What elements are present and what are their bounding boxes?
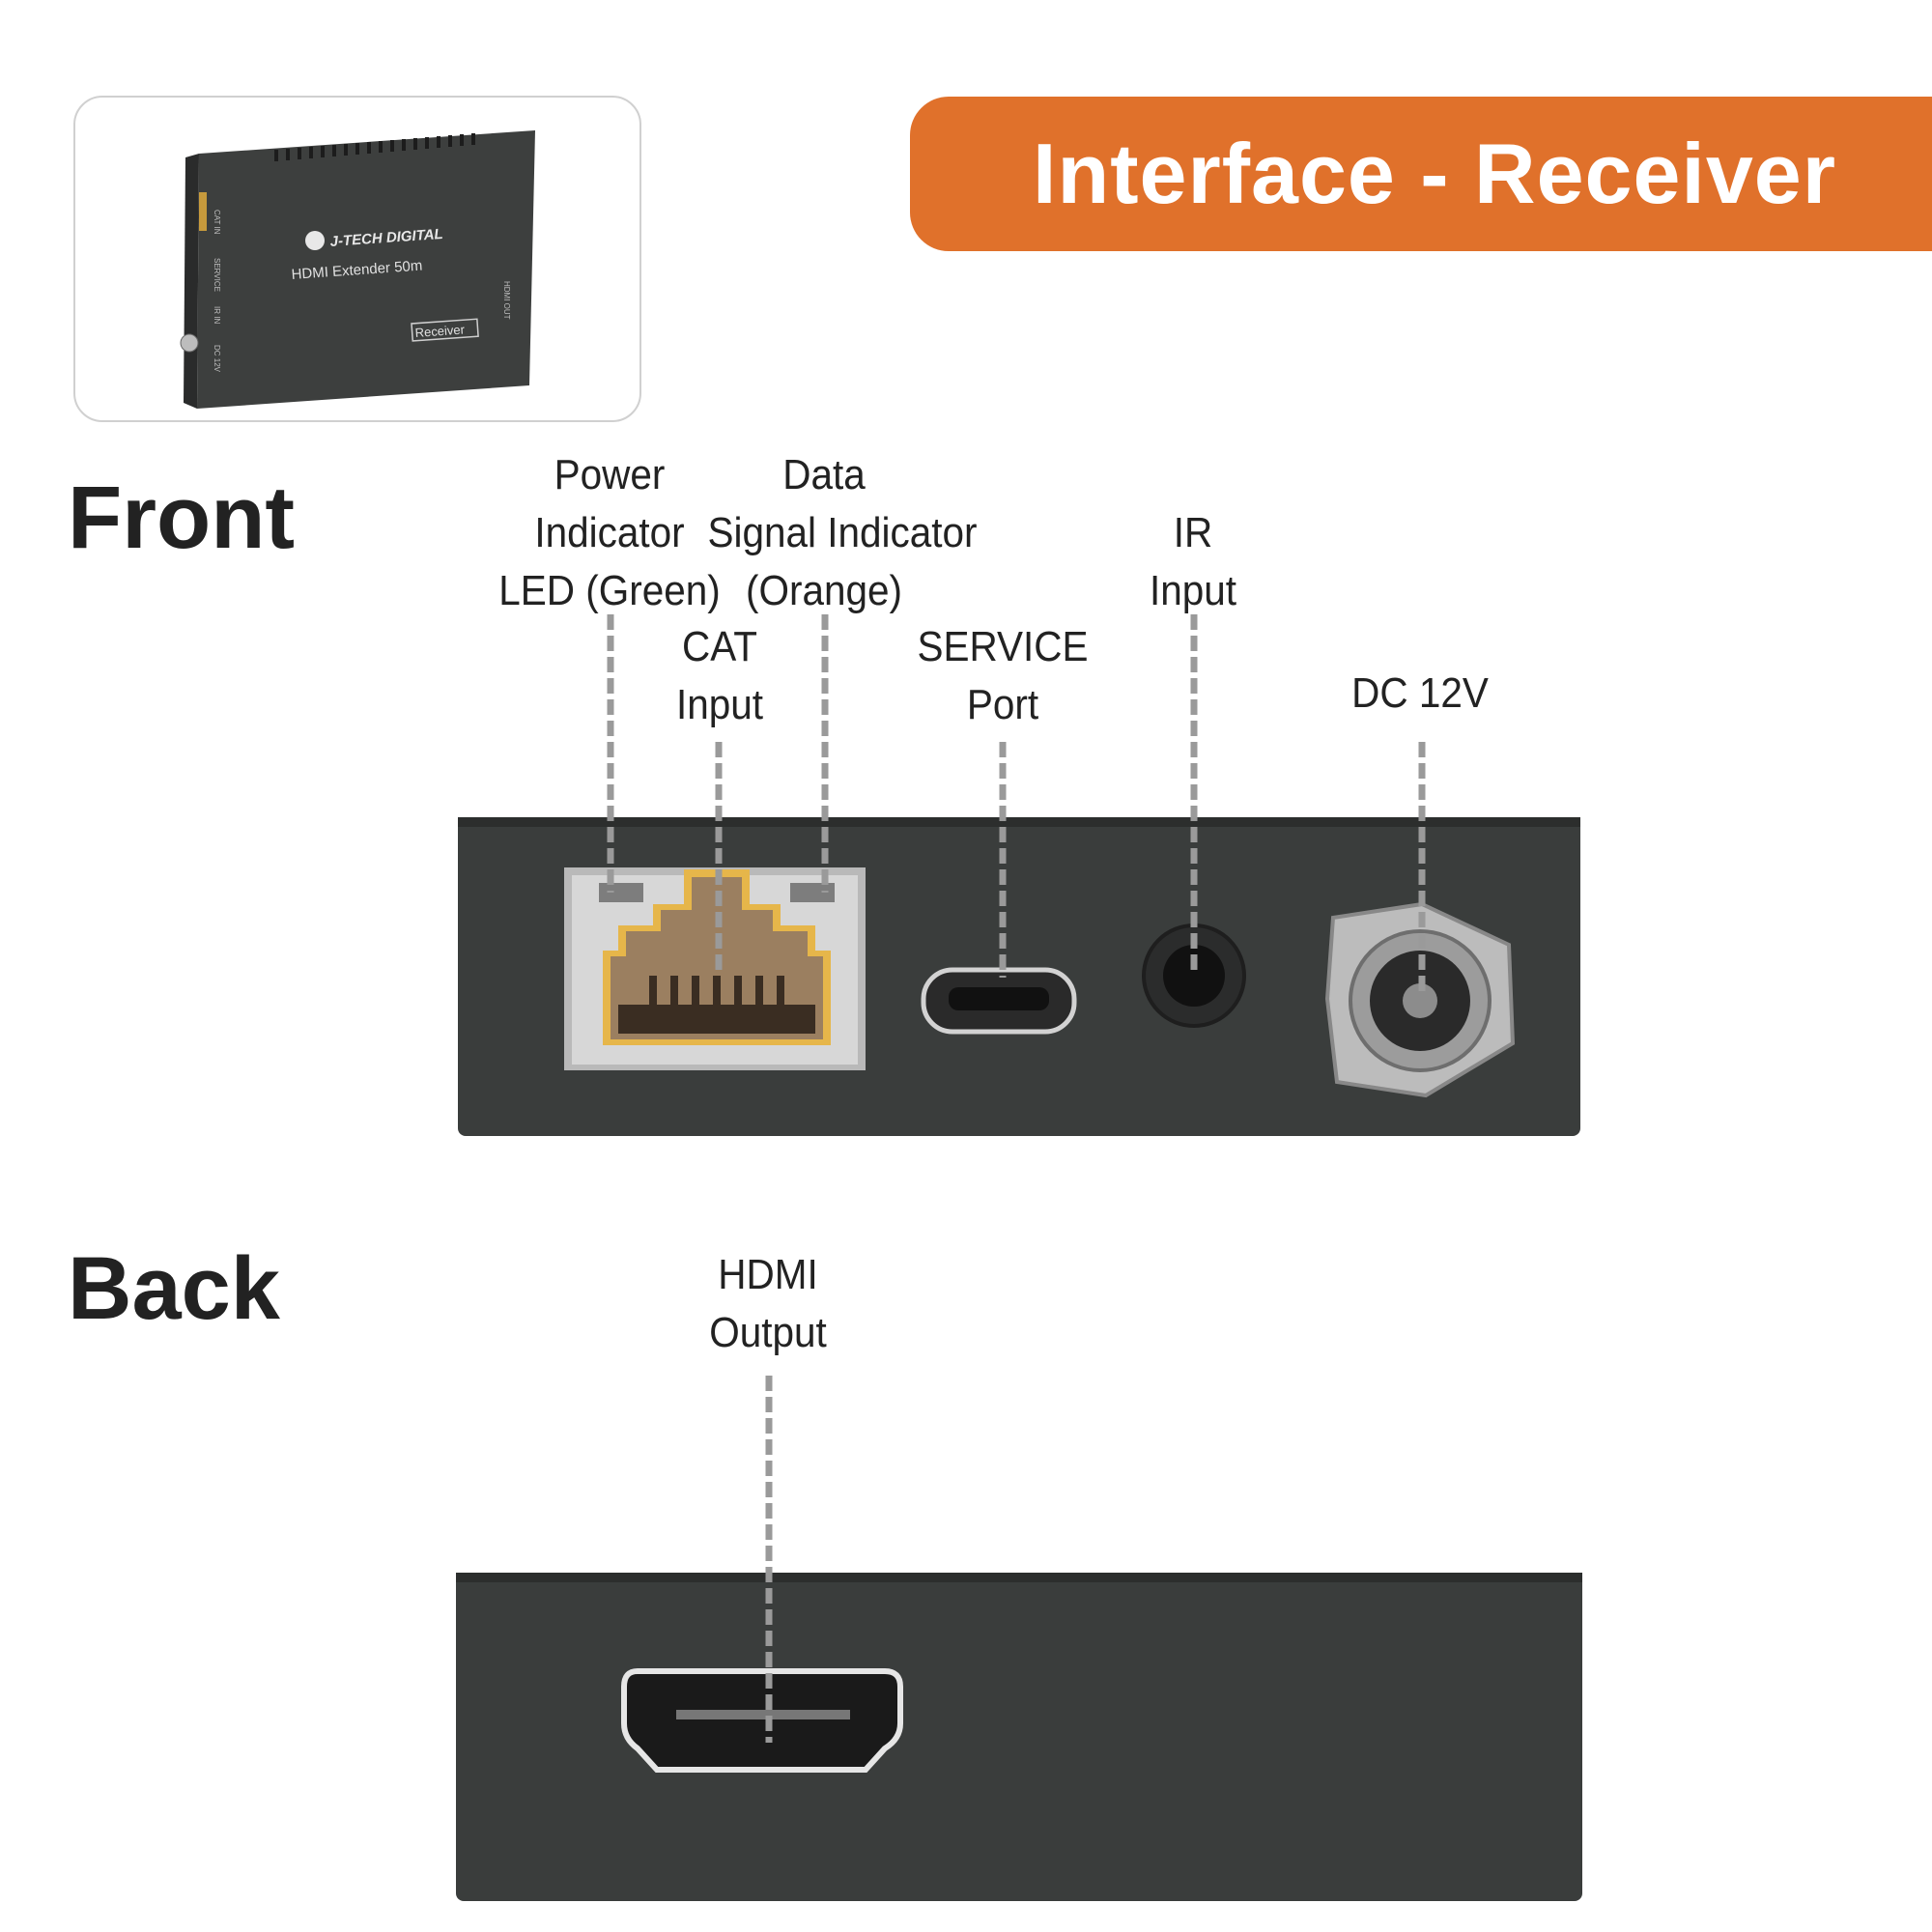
thumb-dc-jack (180, 333, 199, 353)
service-port (921, 967, 1077, 1035)
service-label-line-1: SERVICE (917, 623, 1089, 670)
title-banner (910, 97, 1932, 251)
hdmi-output-port (621, 1668, 903, 1773)
ir-input-jack (1142, 923, 1246, 1028)
cat-input-label: CAT Input (644, 618, 795, 734)
vent-slots (274, 133, 475, 161)
cat-label-line-2: Input (675, 681, 764, 728)
thumb-rj45 (199, 192, 207, 231)
cat-rj45-port (564, 867, 866, 1070)
back-panel (456, 1573, 1582, 1901)
back-panel-edge (456, 1573, 1582, 1582)
page-title: Interface - Receiver (1033, 126, 1836, 221)
front-panel-edge (458, 817, 1580, 827)
front-section-title: Front (68, 469, 296, 567)
data-label-line-1: Data (782, 451, 866, 498)
power-label-line-1: Power (554, 451, 666, 498)
thumb-side-label: CAT IN (213, 210, 221, 235)
power-led (599, 883, 643, 902)
power-label-line-3: LED (Green) (498, 567, 721, 614)
device-top (197, 130, 535, 409)
ir-input-label: IR Input (1126, 504, 1260, 620)
back-section-title: Back (68, 1239, 280, 1338)
thumb-side-label: DC 12V (213, 345, 221, 373)
ir-label-line-2: Input (1149, 567, 1237, 614)
thumb-badge: Receiver (414, 322, 466, 340)
hdmi-label-line-2: Output (709, 1309, 827, 1356)
hdmi-output-label: HDMI Output (684, 1246, 853, 1362)
hdmi-label-line-1: HDMI (718, 1251, 818, 1298)
data-led (790, 883, 835, 902)
cat-label-line-1: CAT (682, 623, 757, 670)
service-label-line-2: Port (966, 681, 1039, 728)
dc-12v-jack (1324, 901, 1516, 1098)
thumb-out-label: HDMI OUT (502, 281, 511, 320)
brand-logo-icon (305, 231, 325, 250)
thumb-side-label: SERVICE (213, 258, 221, 292)
product-thumbnail: J-TECH DIGITAL HDMI Extender 50m Receive… (180, 130, 535, 409)
thumb-side-label: IR IN (213, 306, 221, 324)
dc-12v-label: DC 12V (1331, 665, 1509, 723)
service-port-label: SERVICE Port (897, 618, 1107, 734)
ir-label-line-1: IR (1173, 509, 1213, 556)
data-label-line-3: (Orange) (745, 567, 902, 614)
thumb-badge-frame (411, 318, 479, 342)
dc-label-line-1: DC 12V (1351, 669, 1489, 717)
data-label-line-2: Signal Indicator (707, 509, 978, 556)
power-label-line-2: Indicator (534, 509, 685, 556)
